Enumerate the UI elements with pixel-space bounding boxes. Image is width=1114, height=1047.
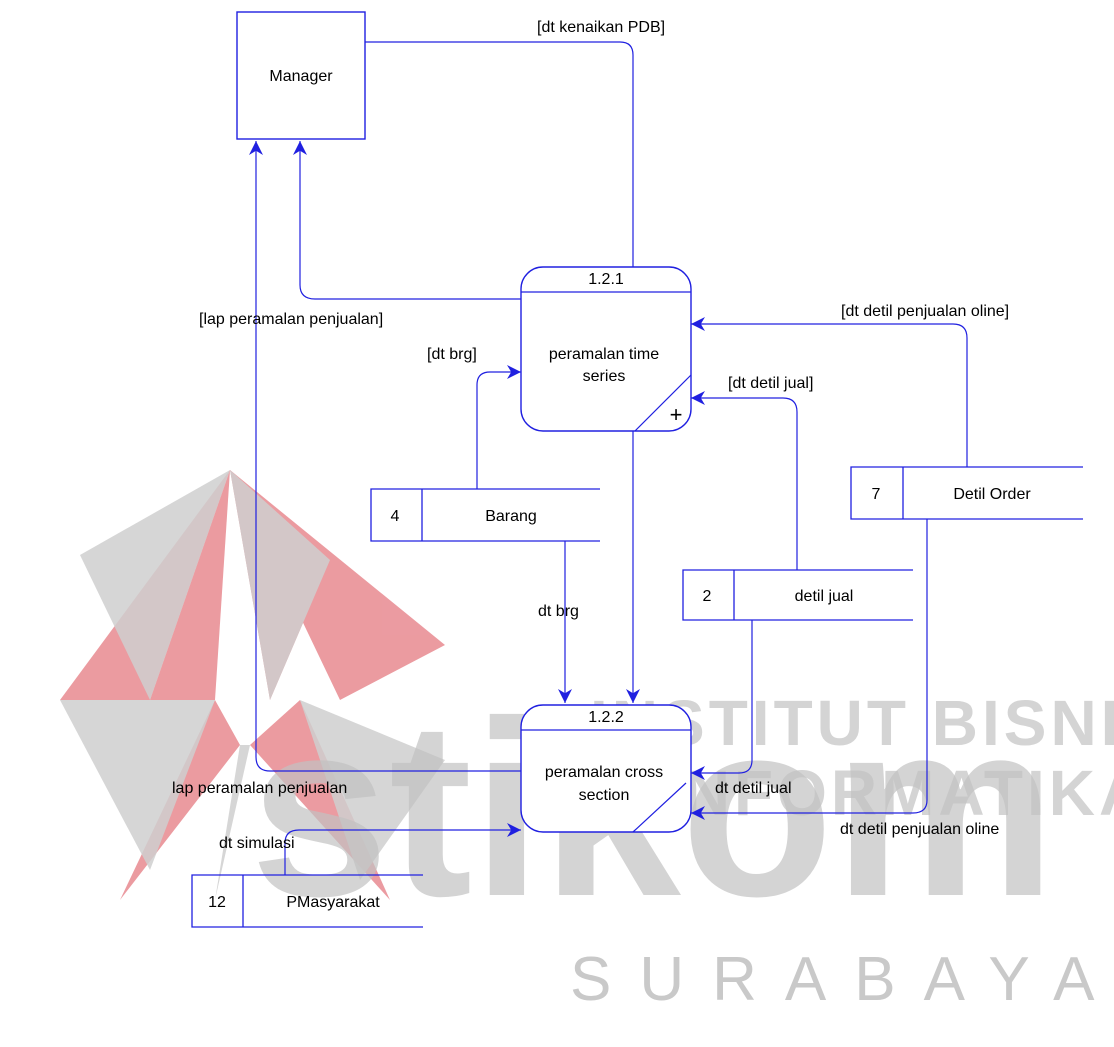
process-1-2-2-name-2: section [579,787,630,804]
store-barang-number: 4 [391,508,400,525]
store-pmasyarakat-number: 12 [208,894,226,911]
store-detil-order-name: Detil Order [953,486,1031,503]
store-barang[interactable]: 4 Barang [371,489,600,541]
label-dt-brg-2: dt brg [538,603,579,620]
label-dt-brg-1: [dt brg] [427,346,477,363]
label-dt-detil-penjualan-oline-2: dt detil penjualan oline [840,821,999,838]
label-dt-detil-jual-2: dt detil jual [715,780,792,797]
label-lap-peramalan-1: [lap peramalan penjualan] [199,311,383,328]
store-detil-order[interactable]: 7 Detil Order [851,467,1083,519]
flow-lap-peramalan-1[interactable] [300,141,521,299]
process-1-2-1[interactable]: 1.2.1 peramalan time series + [521,267,691,431]
process-1-2-1-name-1: peramalan time [549,346,659,363]
store-barang-name: Barang [485,508,537,525]
process-1-2-1-name-2: series [583,368,626,385]
store-detil-jual-number: 2 [703,588,712,605]
store-detil-jual-name: detil jual [795,588,854,605]
entity-manager-label: Manager [269,68,333,85]
label-dt-kenaikan-pdb: [dt kenaikan PDB] [537,19,665,36]
store-pmasyarakat-name: PMasyarakat [286,894,380,911]
store-detil-order-number: 7 [872,486,881,503]
watermark-city: SURABAYA [570,945,1114,1014]
process-1-2-2[interactable]: 1.2.2 peramalan cross section [521,705,691,832]
process-1-2-2-name-1: peramalan cross [545,764,663,781]
process-1-2-1-id: 1.2.1 [588,271,624,288]
process-1-2-2-id: 1.2.2 [588,709,624,726]
label-lap-peramalan-2: lap peramalan penjualan [172,780,347,797]
store-detil-jual[interactable]: 2 detil jual [683,570,913,620]
label-dt-detil-jual-1: [dt detil jual] [728,375,813,392]
process-1-2-1-expand-marker[interactable]: + [670,402,683,427]
entity-manager[interactable]: Manager [237,12,365,139]
flow-dt-detil-jual-1[interactable] [691,398,797,570]
flow-dt-kenaikan-pdb[interactable] [365,42,633,267]
flow-dt-detil-penjualan-oline-1[interactable] [691,324,967,467]
label-dt-simulasi: dt simulasi [219,835,295,852]
flow-dt-brg-1[interactable] [477,372,521,489]
label-dt-detil-penjualan-oline-1: [dt detil penjualan oline] [841,303,1009,320]
